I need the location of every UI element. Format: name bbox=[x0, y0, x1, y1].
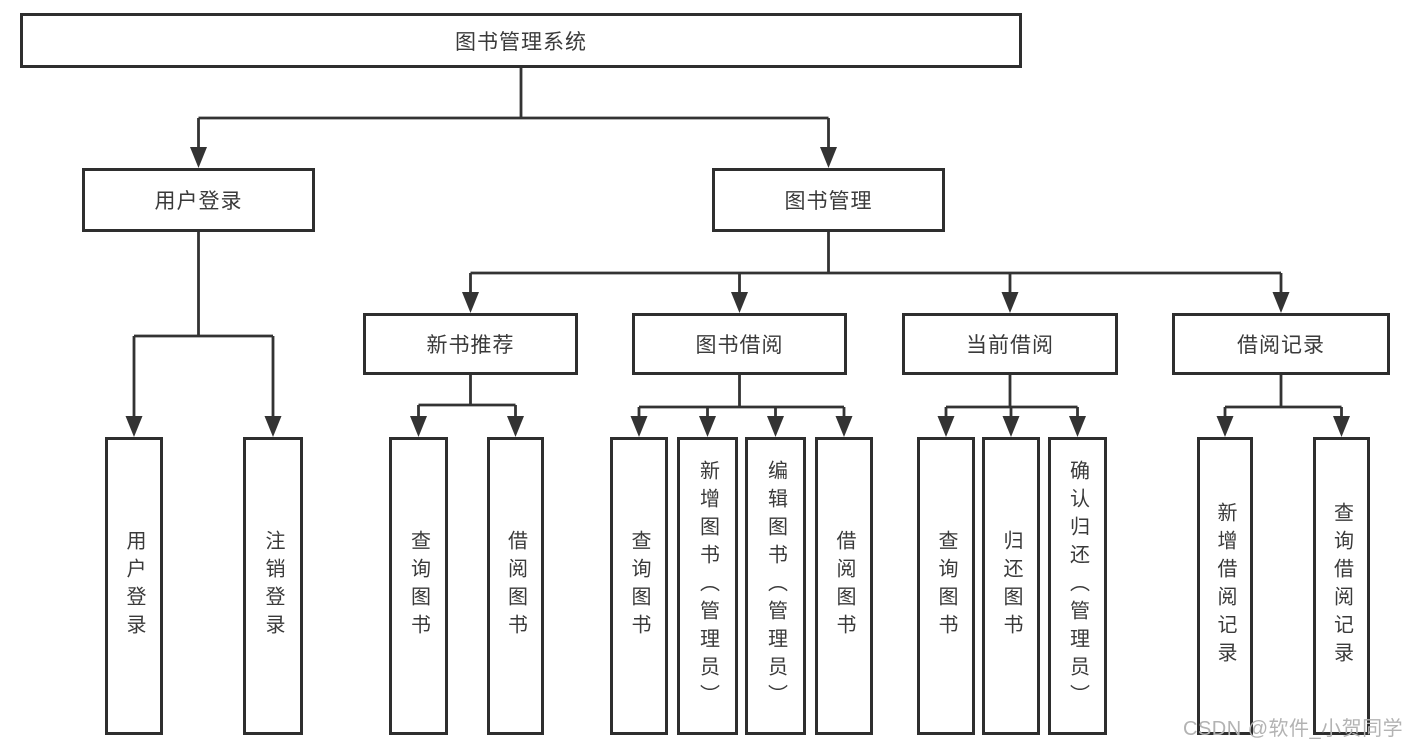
leaf-label: 查询图书 bbox=[407, 530, 430, 642]
leaf-query-books-recommend: 查询图书 bbox=[389, 437, 448, 735]
node-label: 用户登录 bbox=[154, 190, 243, 213]
leaf-return-books: 归还图书 bbox=[982, 437, 1040, 735]
node-book-borrowing: 图书借阅 bbox=[632, 313, 847, 375]
leaf-borrow-books-recommend: 借阅图书 bbox=[487, 437, 544, 735]
leaf-query-books-borrowing: 查询图书 bbox=[610, 437, 668, 735]
leaf-add-borrow-record: 新增借阅记录 bbox=[1197, 437, 1253, 735]
node-root-label: 图书管理系统 bbox=[455, 30, 587, 54]
node-label: 当前借阅 bbox=[966, 334, 1054, 357]
leaf-user-login: 用户登录 bbox=[105, 437, 163, 735]
node-root-system: 图书管理系统 bbox=[20, 13, 1022, 68]
leaf-label: 查询借阅记录 bbox=[1330, 502, 1353, 670]
leaf-label: 查询图书 bbox=[935, 530, 957, 642]
node-current-borrowing: 当前借阅 bbox=[902, 313, 1118, 375]
leaf-label: 归还图书 bbox=[1000, 530, 1022, 642]
leaf-label: 借阅图书 bbox=[504, 530, 527, 642]
node-label: 新书推荐 bbox=[426, 334, 515, 357]
leaf-label: 确认归还（管理员） bbox=[1066, 460, 1089, 712]
leaf-label: 用户登录 bbox=[123, 530, 145, 642]
leaf-label: 新增借阅记录 bbox=[1214, 502, 1236, 670]
node-borrow-records: 借阅记录 bbox=[1172, 313, 1390, 375]
node-label: 借阅记录 bbox=[1237, 334, 1325, 357]
node-new-book-recommend: 新书推荐 bbox=[363, 313, 578, 375]
leaf-borrow-books: 借阅图书 bbox=[815, 437, 873, 735]
leaf-query-borrow-record: 查询借阅记录 bbox=[1313, 437, 1370, 735]
leaf-label: 注销登录 bbox=[262, 530, 284, 642]
leaf-edit-books-admin: 编辑图书（管理员） bbox=[745, 437, 806, 735]
leaf-label: 新增图书（管理员） bbox=[696, 460, 719, 712]
leaf-confirm-return-admin: 确认归还（管理员） bbox=[1048, 437, 1107, 735]
leaf-label: 编辑图书（管理员） bbox=[764, 460, 787, 712]
node-book-management-group: 图书管理 bbox=[712, 168, 945, 232]
leaf-logout: 注销登录 bbox=[243, 437, 303, 735]
leaf-label: 借阅图书 bbox=[833, 530, 855, 642]
leaf-label: 查询图书 bbox=[628, 530, 650, 642]
csdn-watermark: CSDN @软件_小贺同学 bbox=[1183, 718, 1404, 740]
leaf-add-books-admin: 新增图书（管理员） bbox=[677, 437, 738, 735]
node-user-login-group: 用户登录 bbox=[82, 168, 315, 232]
leaf-query-books-current: 查询图书 bbox=[917, 437, 975, 735]
node-label: 图书管理 bbox=[784, 190, 873, 213]
node-label: 图书借阅 bbox=[695, 334, 784, 357]
